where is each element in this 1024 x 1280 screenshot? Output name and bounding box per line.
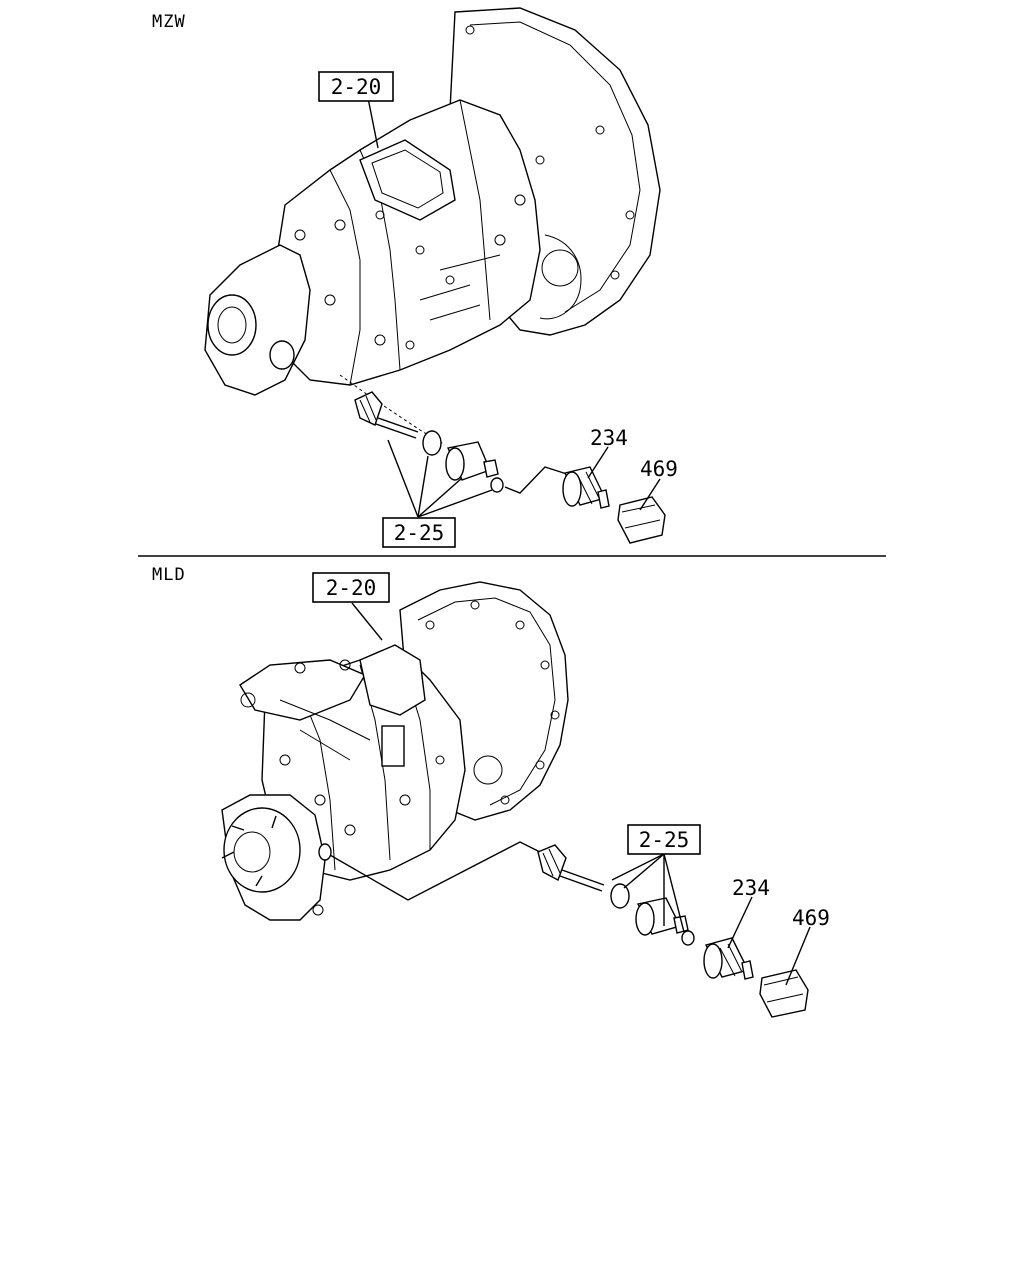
part-234-mzw: 234 — [590, 426, 628, 450]
ref-label-2-25-mld: 2-25 — [639, 828, 690, 852]
leader-2-25-a-mzw — [387, 439, 419, 518]
o-ring-mld — [610, 883, 630, 909]
leader-2-25-b-mzw — [417, 455, 429, 518]
transmission-mld-illustration — [221, 581, 569, 921]
part-469-mld: 469 — [792, 906, 830, 930]
ref-label-2-25-mzw: 2-25 — [394, 521, 445, 545]
ref-label-2-20-mld: 2-20 — [326, 576, 377, 600]
section-mld: MLD — [152, 565, 830, 1018]
cable-mld — [329, 841, 541, 901]
part-469-mzw: 469 — [640, 457, 678, 481]
ref-box-2-20-mzw — [318, 71, 394, 102]
o-ring-mzw — [422, 430, 442, 456]
sleeve-mzw — [445, 441, 499, 481]
leader-2-20-mld — [351, 602, 383, 641]
transmission-mzw-illustration — [204, 7, 661, 396]
speed-sensor-234-mld — [703, 937, 754, 980]
ring-mld — [681, 930, 695, 946]
leader-234-mzw — [587, 446, 609, 479]
section-mzw: MZW — [152, 7, 678, 548]
leader-469-mld — [785, 926, 811, 986]
section-label-mld: MLD — [152, 565, 186, 585]
ref-box-2-25-mzw — [382, 517, 456, 548]
drive-gear-mzw — [354, 391, 419, 439]
sleeve-mld — [635, 897, 689, 936]
leader-2-25-b-mld — [623, 853, 665, 889]
section-label-mzw: MZW — [152, 12, 186, 32]
drive-gear-mld — [537, 844, 605, 892]
leader-2-20-mzw — [367, 97, 379, 149]
clip-469-mld — [759, 969, 809, 1018]
cable-mzw — [504, 466, 571, 494]
part-234-mld: 234 — [732, 876, 770, 900]
ref-box-2-20-mld — [312, 572, 390, 603]
clip-469-mzw — [617, 496, 666, 544]
leader-234-mld — [727, 896, 753, 949]
leader-2-25-c-mzw — [417, 477, 463, 518]
leader-469-mzw — [639, 478, 661, 511]
ref-label-2-20-mzw: 2-20 — [331, 75, 382, 99]
leader-2-25-d-mzw — [417, 489, 493, 518]
ring-mzw — [490, 477, 504, 493]
ref-box-2-25-mld — [627, 824, 701, 855]
leader-2-25-a-mld — [611, 853, 665, 881]
leader-2-25-d-mld — [663, 853, 685, 933]
speed-sensor-234-mzw — [562, 466, 610, 509]
